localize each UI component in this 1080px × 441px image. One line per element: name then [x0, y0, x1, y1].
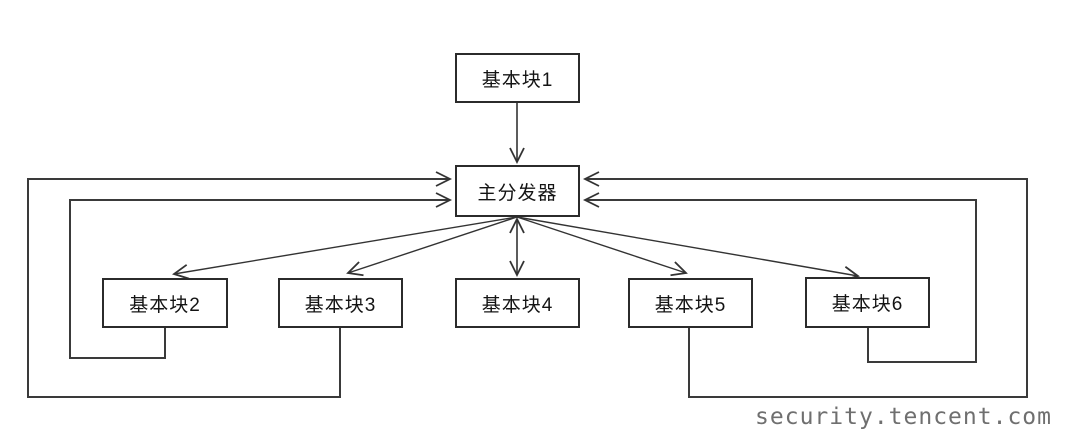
- edge-dispatcher-block5: [516, 216, 688, 277]
- node-block6: 基本块6: [805, 277, 930, 328]
- node-block3-label: 基本块3: [304, 294, 377, 316]
- edge-loop-block5-dispatcher: [582, 171, 1028, 398]
- node-dispatcher: 主分发器: [455, 165, 580, 217]
- node-block5: 基本块5: [628, 278, 753, 328]
- node-block1: 基本块1: [455, 53, 580, 103]
- node-block5-label: 基本块5: [654, 294, 727, 316]
- node-block1-label: 基本块1: [481, 69, 554, 91]
- watermark-text: security.tencent.com: [755, 404, 1052, 430]
- edge-dispatcher-block2: [172, 216, 518, 280]
- node-dispatcher-label: 主分发器: [477, 182, 558, 204]
- node-block4-label: 基本块4: [481, 294, 554, 316]
- edge-dispatcher-block3: [346, 216, 518, 277]
- node-block6-label: 基本块6: [831, 294, 904, 315]
- edge-dispatcher-block6: [516, 216, 860, 282]
- node-block3: 基本块3: [278, 278, 403, 328]
- node-block2-label: 基本块2: [129, 294, 201, 316]
- edge-loop-block6-dispatcher: [582, 192, 977, 363]
- edge-loop-block3-dispatcher: [27, 171, 453, 398]
- node-block2: 基本块2: [102, 278, 228, 328]
- node-block4: 基本块4: [455, 278, 580, 328]
- edge-loop-block2-dispatcher: [69, 192, 453, 359]
